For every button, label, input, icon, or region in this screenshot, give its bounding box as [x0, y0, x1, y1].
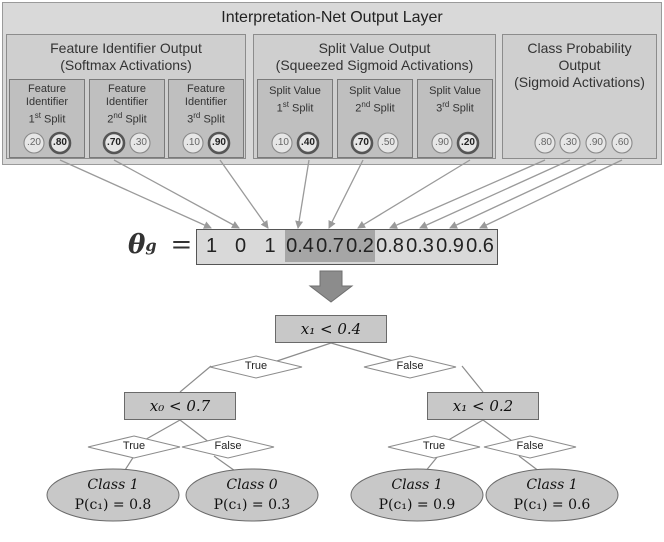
right-false-diamond [483, 435, 577, 459]
activation-circle [296, 131, 320, 155]
leaf-3: Class 1 P(c₁) = 0.9 [351, 475, 483, 515]
root-false-diamond [363, 355, 457, 379]
leaf-4: Class 1 P(c₁) = 0.6 [486, 475, 618, 515]
activation-value: .20 [461, 137, 475, 148]
class-probability-title: Class Probability Output (Sigmoid Activa… [514, 40, 645, 90]
class-probability-value: .80 [538, 137, 552, 148]
leaf-4-ellipse [485, 468, 619, 522]
feature-identifier-split-3 [168, 79, 244, 158]
left-false-label: False [214, 440, 242, 452]
left-true-diamond [87, 435, 181, 459]
theta-vector: 1 0 1 0.4 0.7 0.2 0.8 0.3 0.9 0.6 [196, 229, 498, 265]
root-node: x₁ < 0.4 [275, 315, 387, 343]
theta-value: 0.9 [435, 230, 466, 262]
activation-value: .40 [301, 137, 315, 148]
split-value-split-2 [337, 79, 413, 158]
right-node: x₁ < 0.2 [427, 392, 539, 420]
down-arrow [308, 270, 354, 303]
leaf-2-prob: P(c₁) = 0.3 [213, 497, 291, 513]
class-probability-circle [534, 132, 556, 154]
theta-subscript: g [145, 235, 157, 255]
theta-symbol: θ [128, 230, 146, 260]
class-probability-circle [611, 132, 633, 154]
output-layer-title: Interpretation-Net Output Layer [221, 9, 443, 26]
activation-value: .50 [381, 137, 395, 148]
leaf-4-prob: P(c₁) = 0.6 [513, 497, 591, 513]
activation-circle [456, 131, 480, 155]
theta-value: 0.2 [345, 230, 376, 262]
theta-value: 0.7 [315, 230, 346, 262]
split-value-split-1 [257, 79, 333, 158]
leaf-3-ellipse [350, 468, 484, 522]
root-true-label: True [244, 360, 268, 372]
activation-value: .10 [275, 137, 289, 148]
theta-value: 0.8 [375, 230, 406, 262]
class-probability-circle [559, 132, 581, 154]
theta-value: 1 [255, 230, 286, 262]
left-node: x₀ < 0.7 [124, 392, 236, 420]
class-probability-circle [585, 132, 607, 154]
leaf-4-class: Class 1 [526, 477, 578, 493]
activation-value: .70 [107, 137, 121, 148]
root-false-label: False [396, 360, 424, 372]
leaf-1-ellipse [46, 468, 180, 522]
activation-circle [207, 131, 231, 155]
theta-value: 0.3 [405, 230, 436, 262]
feature-identifier-split-2 [89, 79, 165, 158]
leaf-3-prob: P(c₁) = 0.9 [378, 497, 456, 513]
leaf-1-class: Class 1 [87, 477, 139, 493]
left-false-diamond [181, 435, 275, 459]
split-value-title: Split Value Output (Squeezed Sigmoid Act… [275, 40, 474, 73]
class-probability-value: .30 [563, 137, 577, 148]
theta-value: 0.6 [465, 230, 495, 262]
tree-arrows [119, 455, 549, 479]
leaf-2-class: Class 0 [226, 477, 278, 493]
activation-value: .30 [133, 137, 147, 148]
root-true-diamond [209, 355, 303, 379]
activation-value: .20 [27, 137, 41, 148]
activation-circle [23, 132, 45, 154]
theta-equals: = [170, 230, 193, 260]
activation-value: .80 [53, 137, 67, 148]
activation-circle [182, 132, 204, 154]
activation-circle [48, 131, 72, 155]
right-true-diamond [387, 435, 481, 459]
output-arrows [59, 159, 623, 229]
theta-value: 0.4 [285, 230, 316, 262]
activation-circle [102, 131, 126, 155]
theta-value: 1 [197, 230, 227, 262]
activation-value: .90 [212, 137, 226, 148]
activation-value: .90 [435, 137, 449, 148]
activation-circle [271, 132, 293, 154]
right-false-label: False [516, 440, 544, 452]
split-value-split-3 [417, 79, 493, 158]
leaf-2: Class 0 P(c₁) = 0.3 [186, 475, 318, 515]
left-true-label: True [122, 440, 146, 452]
leaf-1-prob: P(c₁) = 0.8 [74, 497, 152, 513]
activation-value: .70 [355, 137, 369, 148]
activation-circle [129, 132, 151, 154]
right-true-label: True [422, 440, 446, 452]
activation-circle [377, 132, 399, 154]
activation-circle [350, 131, 374, 155]
feature-identifier-split-1 [9, 79, 85, 158]
activation-circle [431, 132, 453, 154]
feature-identifier-title: Feature Identifier Output (Softmax Activ… [50, 40, 202, 73]
class-probability-value: .60 [615, 137, 629, 148]
class-probability-value: .90 [589, 137, 603, 148]
leaf-3-class: Class 1 [391, 477, 443, 493]
leaf-1: Class 1 P(c₁) = 0.8 [47, 475, 179, 515]
theta-value: 0 [226, 230, 256, 262]
leaf-2-ellipse [185, 468, 319, 522]
activation-value: .10 [186, 137, 200, 148]
